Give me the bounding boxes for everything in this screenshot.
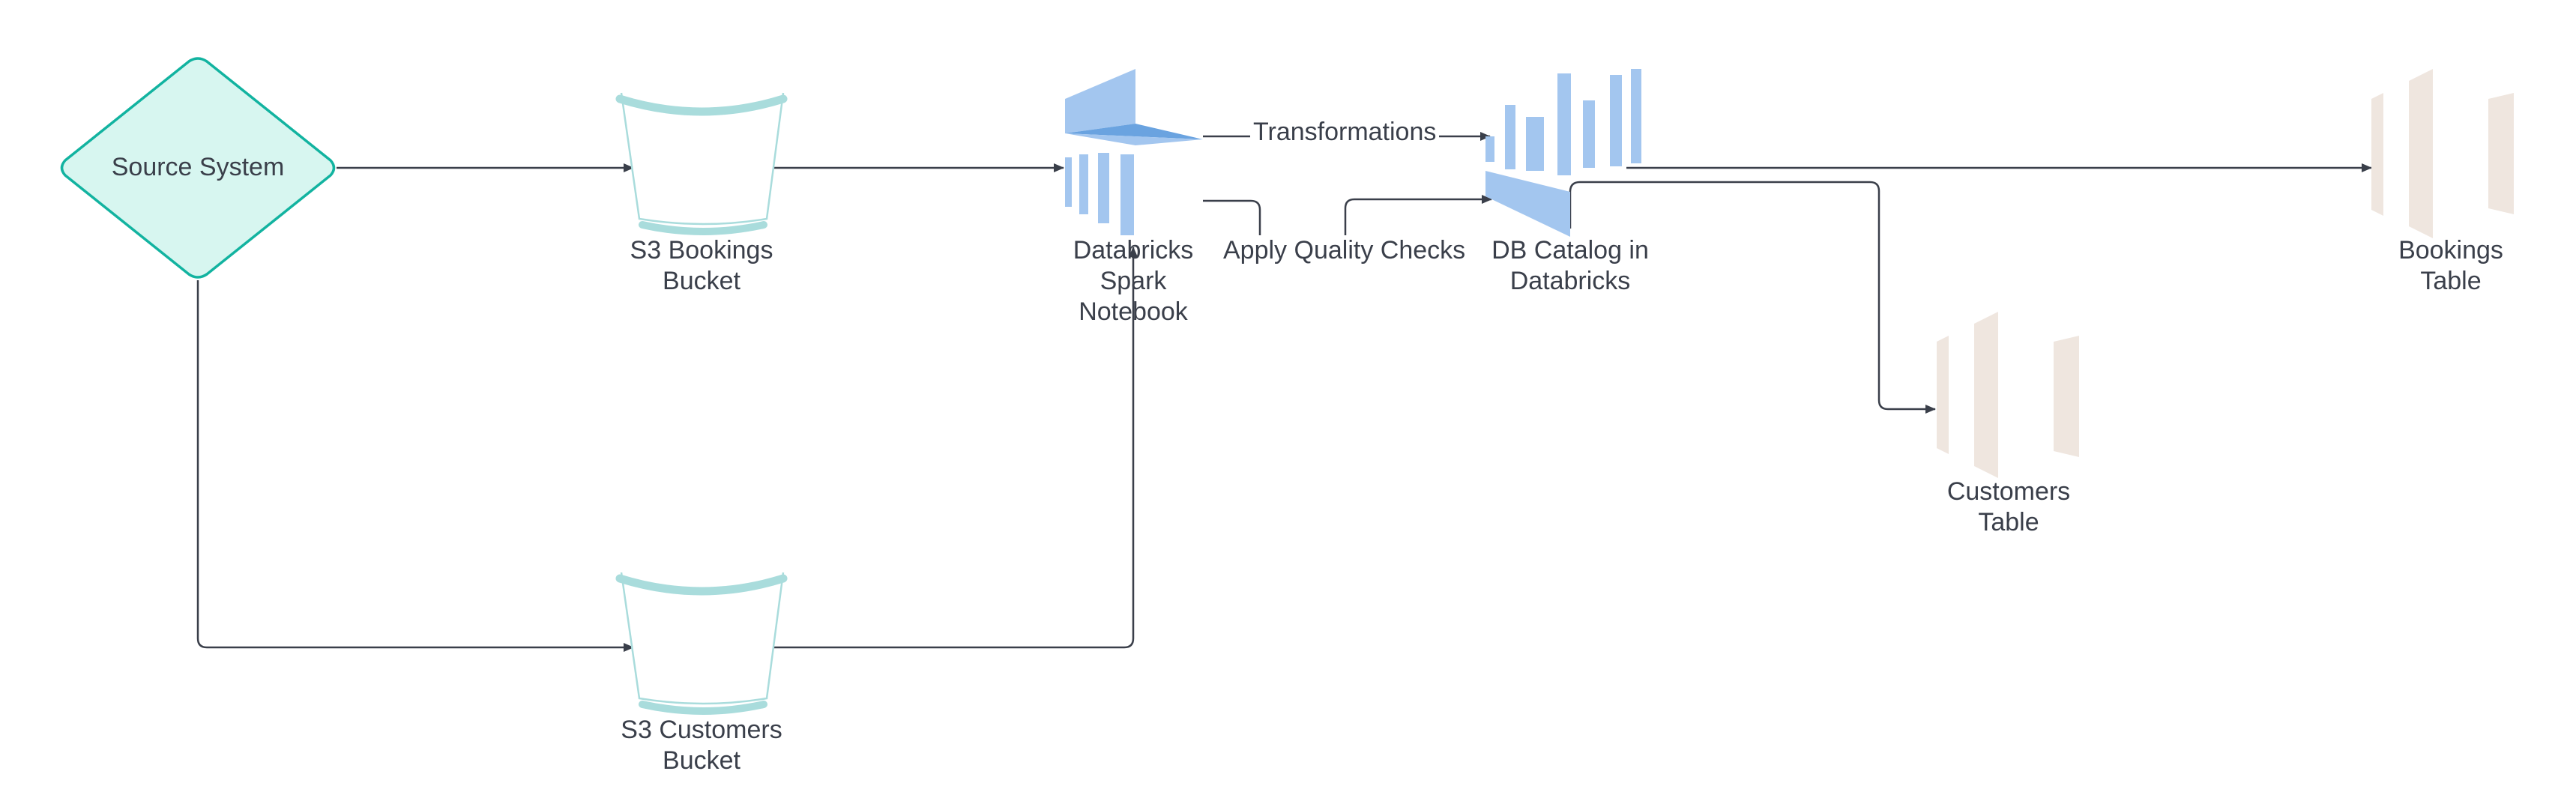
- bookings-table-label: Bookings Table: [2398, 236, 2503, 295]
- edge-customers-bucket-to-notebook: [767, 247, 1138, 649]
- customers-table-label: Customers Table: [1946, 477, 2071, 536]
- s3-bookings-bucket-label: S3 Bookings Bucket: [630, 236, 773, 295]
- source-system-label: Source System: [111, 153, 285, 181]
- edge-catalog-to-customers-table: [1569, 181, 1936, 414]
- quality-checks-edge-label: Apply Quality Checks: [1220, 235, 1469, 266]
- edge-source-to-customers-bucket: [196, 280, 634, 652]
- db-catalog-label: DB Catalog in Databricks: [1491, 236, 1649, 295]
- edge-quality-checks: [1203, 199, 1491, 247]
- s3-customers-bucket-label: S3 Customers Bucket: [621, 716, 782, 775]
- source-system-diamond[interactable]: [60, 57, 336, 279]
- customers-table-icon[interactable]: [1937, 312, 2079, 478]
- databricks-notebook-label: Databricks Spark Notebook: [1073, 236, 1194, 326]
- databricks-notebook-icon[interactable]: [1065, 69, 1203, 235]
- db-catalog-icon[interactable]: [1485, 69, 1641, 237]
- s3-bookings-bucket-icon[interactable]: [615, 92, 788, 235]
- bookings-table-icon[interactable]: [2371, 69, 2514, 238]
- s3-customers-bucket-icon[interactable]: [615, 572, 788, 715]
- transformations-edge-label: Transformations: [1250, 117, 1440, 148]
